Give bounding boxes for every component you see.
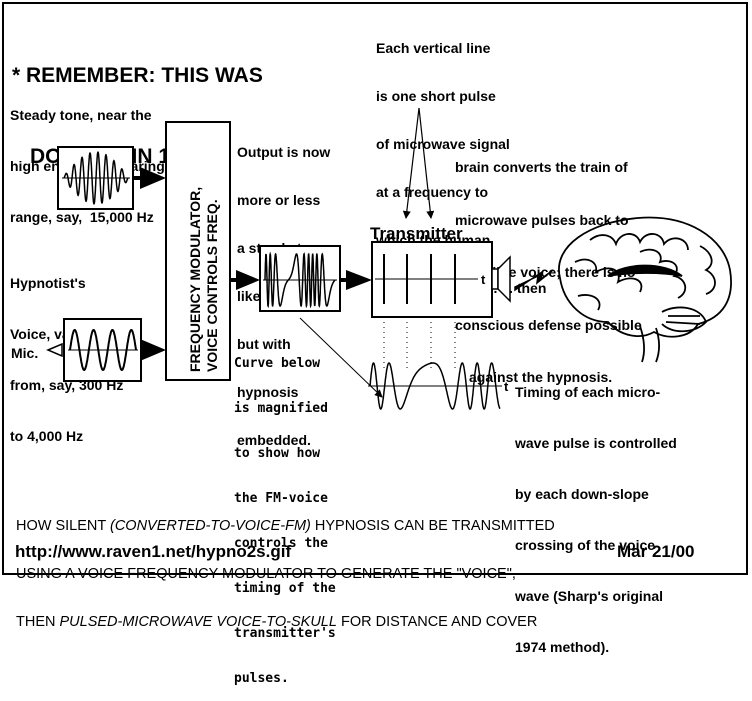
caption-line-2: USING A VOICE FREQUENCY MODULATOR TO GEN… (16, 566, 516, 582)
steady-tone-wave (63, 151, 129, 205)
caption-text: FOR DISTANCE AND COVER (336, 614, 538, 630)
source-url: http://www.raven1.net/hypno2s.gif (15, 542, 292, 561)
curve-line: to show how (234, 446, 321, 461)
microphone-icon (46, 342, 63, 358)
fm-output-wave (264, 251, 336, 309)
voice-arrow-head (140, 339, 166, 361)
title-line-1: * REMEMBER: THIS WAS (12, 64, 263, 87)
modulator-arrow-head (236, 270, 260, 290)
brain-fold (574, 258, 643, 293)
pulse-line: is one short pulse (376, 88, 496, 104)
curve-line: Curve below (234, 356, 321, 371)
brain-illustration (558, 216, 732, 363)
brain-converts-line: brain converts the train of (455, 159, 628, 175)
magnified-time-label: t (504, 379, 509, 394)
brain-fold (639, 248, 687, 299)
voice-wave (69, 329, 137, 372)
pulse-line: at a frequency to (376, 184, 489, 200)
tone-arrow-head (140, 167, 166, 189)
pointer-arrow (402, 107, 420, 219)
antenna-horn (497, 255, 511, 303)
output-arrow-head (346, 270, 372, 290)
caption-text: HYPNOSIS CAN BE TRANSMITTED (310, 518, 555, 534)
pulse-line: of microwave signal (376, 136, 510, 152)
magnified-fm-wave (369, 362, 501, 410)
corpus-callosum (607, 264, 683, 277)
brain-converts-line: microwave pulses back to (455, 211, 629, 228)
output-line: but with (237, 336, 291, 352)
magnify-pointer (299, 317, 383, 398)
modulator-label-line-1: FREQUENCY MODULATOR, (187, 187, 203, 372)
caption-text: THEN (16, 614, 60, 630)
cerebellum (661, 306, 708, 333)
output-line: Output is now (237, 144, 331, 160)
caption-text: HOW SILENT (16, 518, 110, 534)
signal-bolt-icon (514, 269, 554, 292)
curve-line: controls the (234, 536, 328, 551)
output-line: more or less (237, 192, 321, 208)
brain-converts-line: against the hypnosis. (469, 369, 613, 385)
antenna-mount (491, 268, 499, 290)
brain-outline (558, 216, 732, 338)
timing-line: by each down-slope (515, 486, 649, 502)
caption-italic: (CONVERTED-TO-VOICE-FM) (110, 518, 311, 534)
pointer-arrow (418, 107, 435, 219)
pulse-line: Each vertical line (376, 40, 491, 56)
modulator-label-line-2: VOICE CONTROLS FREQ. (204, 199, 220, 372)
diagram-graphics: FREQUENCY MODULATOR, VOICE CONTROLS FREQ… (46, 107, 732, 410)
hypnotist-line: Hypnotist's (10, 275, 86, 291)
transmitter-time-label: t (481, 272, 486, 287)
caption-line-1: HOW SILENT (CONVERTED-TO-VOICE-FM) HYPNO… (16, 518, 555, 534)
brain-converts-note: brain converts the train of microwave pu… (455, 124, 642, 404)
output-line: embedded. (237, 432, 311, 448)
curve-line: the FM-voice (234, 491, 328, 506)
timing-line: crossing of the voice (515, 537, 656, 553)
hypnotist-line: to 4,000 Hz (10, 428, 84, 444)
curve-line: pulses. (234, 671, 289, 686)
frequency-modulator-box (165, 121, 231, 381)
curve-line: is magnified (234, 401, 328, 416)
brain-fold (589, 233, 689, 251)
mic-label: Mic. (11, 345, 39, 361)
cerebellum-fold (665, 315, 701, 325)
timing-line: Timing of each micro- (515, 384, 661, 400)
caption-italic: PULSED-MICROWAVE VOICE-TO-SKULL (59, 614, 337, 630)
steady-tone-line: range, say, 15,000 Hz (10, 209, 154, 225)
caption-line-3: THEN PULSED-MICROWAVE VOICE-TO-SKULL FOR… (16, 614, 555, 630)
brain-fold (699, 245, 716, 295)
timing-line: wave pulse is controlled (515, 435, 677, 451)
date-label: Mar 21/00 (617, 542, 695, 561)
brain-fold (577, 294, 601, 311)
output-line: hypnosis (237, 384, 299, 400)
steady-tone-line: Steady tone, near the (10, 107, 152, 123)
diagram-frame (2, 2, 748, 575)
brain-stem (639, 325, 660, 363)
brain-converts-line: conscious defense possible (455, 316, 642, 333)
transmitter-label: Transmitter (370, 224, 463, 243)
